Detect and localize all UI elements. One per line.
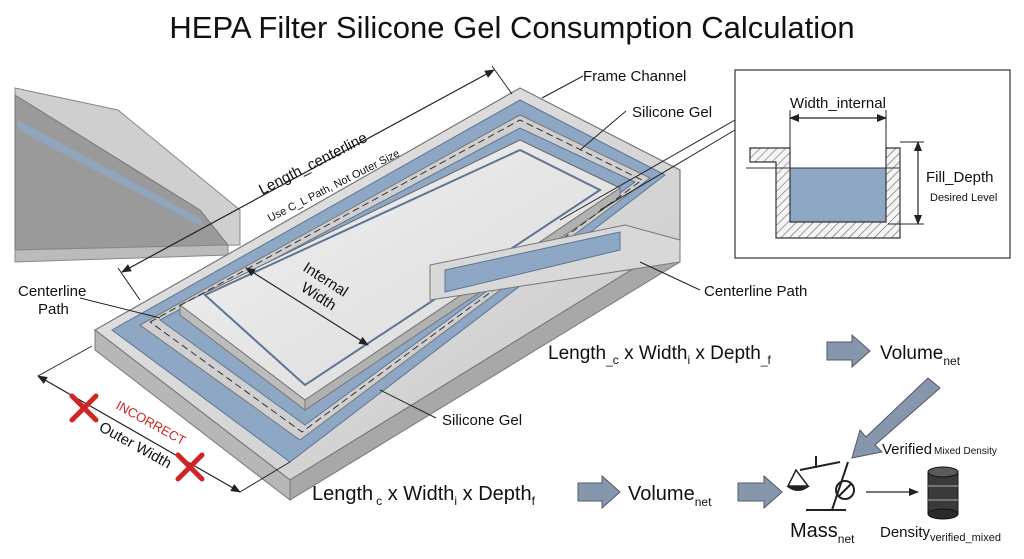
mass-label: Mass (790, 520, 838, 542)
page-title: HEPA Filter Silicone Gel Consumption Cal… (169, 10, 854, 45)
formula-top-depth: x Depth (690, 343, 761, 364)
formula-bottom-width-sub: i (454, 494, 457, 508)
svg-text:Volumenet: Volumenet (880, 343, 961, 368)
formula-bottom-depth-sub: f (532, 494, 536, 508)
verified-label: Verified (882, 441, 932, 458)
silicone-gel-top-label: Silicone Gel (632, 104, 712, 121)
formula-bottom-width: x Width (382, 483, 454, 505)
density-label: Density (880, 524, 931, 541)
formula-top-length: Length (548, 343, 606, 364)
balance-scale-icon (786, 456, 855, 511)
frame-rail (14, 87, 241, 263)
barrel-icon (927, 466, 959, 520)
formula-bottom-length: Length (312, 483, 373, 505)
cross-section-inset: Width_internal Fill_Depth Desired Level (734, 69, 1011, 259)
svg-text:Densityverified_mixed: Densityverified_mixed (880, 524, 1001, 544)
svg-text:Massnet: Massnet (790, 520, 855, 546)
svg-text:Length_c x Widthi x Depth_f: Length_c x Widthi x Depth_f (548, 343, 772, 367)
centerline-path-left-label-2: Path (38, 301, 69, 318)
centerline-path-left-label-1: Centerline (18, 283, 86, 300)
width-internal-label: Width_internal (790, 95, 886, 112)
arrow-right-icon (826, 333, 871, 369)
formula-top-length-sub: _c (605, 353, 619, 367)
centerline-path-right-label: Centerline Path (704, 283, 807, 300)
svg-text:Volumenet: Volumenet (628, 483, 712, 509)
silicone-gel-bottom-label: Silicone Gel (442, 412, 522, 429)
formula-bottom-length-sub: c (376, 494, 382, 508)
formula-top-result-sub: net (943, 354, 960, 368)
formula-top-width-sub: i (687, 353, 690, 367)
arrow-right-icon-3 (737, 474, 783, 510)
formula-bottom-result: Volume (628, 483, 695, 505)
density-sub-label: verified_mixed (930, 532, 1001, 544)
arrow-diagonal-icon (851, 377, 941, 459)
formula-top-result: Volume (880, 343, 943, 364)
arrow-right-icon-2 (577, 474, 621, 510)
cross-mark-icon (69, 393, 205, 482)
formula-top-width: x Width (619, 343, 688, 364)
formula-bottom-depth: x Depth (457, 483, 531, 505)
formula-bottom-result-sub: net (695, 495, 712, 509)
mass-sub-label: net (838, 532, 855, 546)
frame-channel-label: Frame Channel (583, 68, 686, 85)
desired-level-label: Desired Level (930, 192, 997, 204)
formula-top: Length_c x Widthi x Depth_f Volumenet (548, 333, 961, 369)
length-dimension-line (121, 69, 495, 273)
internal-width-dimension-line (245, 267, 369, 346)
formula-top-depth-sub: _f (760, 353, 772, 367)
fill-depth-label: Fill_Depth (926, 169, 994, 186)
verified-sub-label: Mixed Density (934, 446, 997, 457)
